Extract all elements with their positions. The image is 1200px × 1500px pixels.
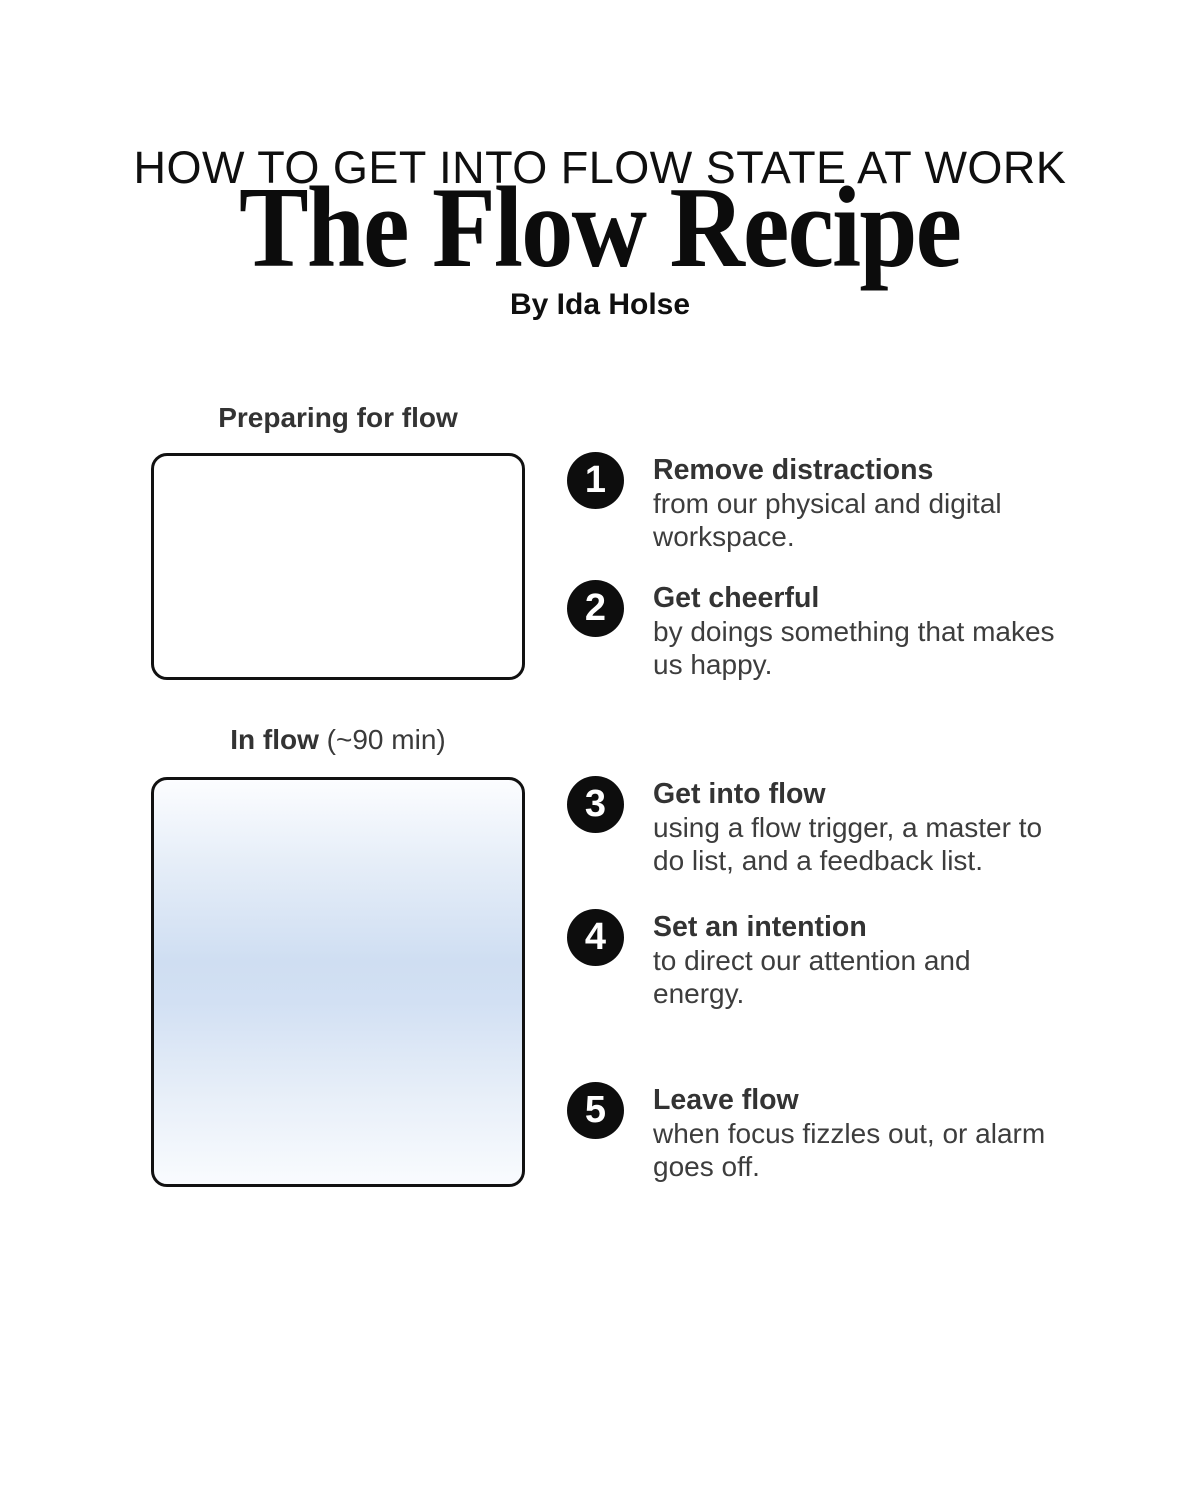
step-title: Remove distractions [653, 454, 934, 486]
step-number-badge: 4 [567, 909, 624, 966]
preparing-placeholder-box [151, 453, 525, 680]
step-text: Set an intention to direct our attention… [653, 909, 971, 1010]
step-text: Leave flow when focus fizzles out, or al… [653, 1082, 1045, 1183]
page-title-text: The Flow Recipe [239, 164, 962, 292]
section-heading-preparing: Preparing for flow [218, 402, 458, 433]
section-heading-inflow-bold: In flow [230, 724, 319, 755]
step-number-badge: 1 [567, 452, 624, 509]
step-title: Get into flow [653, 778, 826, 810]
step-title: Leave flow [653, 1084, 799, 1116]
step-text: Get into flow using a flow trigger, a ma… [653, 776, 1042, 877]
step-text: Remove distractions from our physical an… [653, 452, 1002, 553]
step-item-3: 3 Get into flow using a flow trigger, a … [567, 776, 1067, 877]
step-description: when focus fizzles out, or alarm goes of… [653, 1118, 1046, 1183]
step-description: to direct our attention and energy. [653, 945, 971, 1010]
inflow-gradient-box [151, 777, 525, 1187]
byline: By Ida Holse [509, 288, 691, 321]
step-number-badge: 5 [567, 1082, 624, 1139]
step-number-badge: 3 [567, 776, 624, 833]
step-title: Set an intention [653, 911, 867, 943]
step-item-1: 1 Remove distractions from our physical … [567, 452, 1067, 553]
step-description: by doings something that makes us happy. [653, 616, 1055, 681]
step-title: Get cheerful [653, 582, 820, 614]
step-description: using a flow trigger, a master to do lis… [653, 812, 1043, 877]
step-item-5: 5 Leave flow when focus fizzles out, or … [567, 1082, 1067, 1183]
step-item-4: 4 Set an intention to direct our attenti… [567, 909, 1067, 1010]
page-kicker: HOW TO GET INTO FLOW STATE AT WORK [133, 142, 1067, 193]
step-text: Get cheerful by doings something that ma… [653, 580, 1055, 681]
section-heading-inflow: In flow (~90 min) [150, 724, 526, 756]
step-item-2: 2 Get cheerful by doings something that … [567, 580, 1067, 681]
page-title: The Flow Recipe [0, 164, 1200, 292]
step-description: from our physical and digital workspace. [653, 488, 1002, 553]
step-number-badge: 2 [567, 580, 624, 637]
section-heading-inflow-duration: (~90 min) [318, 724, 446, 755]
